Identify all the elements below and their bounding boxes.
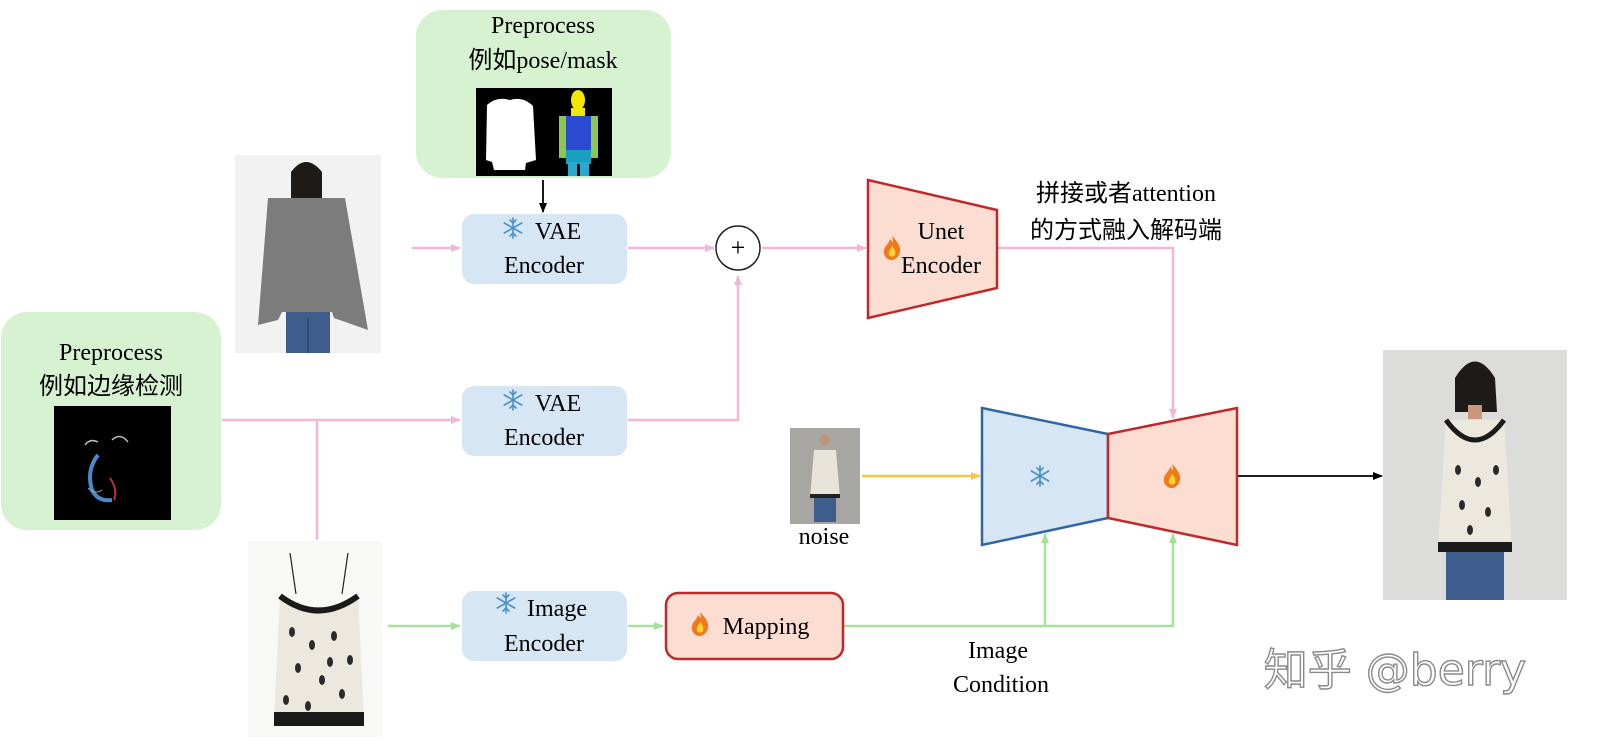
fusion-note-line1: 拼接或者attention: [1036, 180, 1216, 207]
masked-person-image: [235, 155, 381, 353]
preprocess-top-subtitle: 例如pose/mask: [468, 47, 617, 74]
unet-trainable-decoder: [1106, 406, 1239, 547]
add-symbol: +: [731, 233, 746, 262]
vae-encoder-1-line1: VAE: [535, 219, 581, 245]
pose-mask-image: [476, 88, 612, 176]
preprocess-top-title: Preprocess: [491, 13, 595, 39]
watermark: 知乎 @berry: [1264, 645, 1526, 696]
image-encoder-box: Image Encoder: [462, 591, 627, 661]
add-operator: +: [715, 225, 761, 271]
image-encoder-line1: Image: [527, 596, 587, 622]
arrow-mapping-to-decoder: [844, 533, 1177, 628]
arrow-vae2-to-add: [628, 275, 742, 422]
vae-encoder-2-line1: VAE: [535, 391, 581, 417]
garment-image: [248, 541, 382, 737]
arrow-unet-encoder-to-decoder: [998, 246, 1177, 419]
vae-encoder-2-line2: Encoder: [504, 425, 584, 451]
mapping-box: Mapping: [664, 591, 845, 661]
vae-encoder-1-box: VAE Encoder: [462, 214, 627, 284]
image-encoder-line2: Encoder: [504, 631, 584, 657]
unet-encoder-block: Unet Encoder: [866, 178, 999, 320]
noise-image: [790, 428, 860, 524]
noise-label: noise: [799, 524, 850, 550]
preprocess-pose-mask-box: Preprocess 例如pose/mask: [416, 10, 671, 178]
unet-encoder-line2: Encoder: [901, 253, 981, 279]
preprocess-left-title: Preprocess: [59, 340, 163, 366]
preprocess-left-subtitle: 例如边缘检测: [39, 373, 183, 400]
vae-encoder-2-box: VAE Encoder: [462, 386, 627, 456]
mapping-label: Mapping: [723, 614, 810, 640]
output-image: [1383, 350, 1567, 600]
unet-encoder-line1: Unet: [918, 219, 965, 245]
unet-frozen-part: [980, 406, 1110, 547]
preprocess-edge-box: Preprocess 例如边缘检测: [1, 312, 221, 530]
edge-detection-image: [54, 406, 171, 520]
fusion-note-line2: 的方式融入解码端: [1030, 217, 1222, 244]
vae-encoder-1-line2: Encoder: [504, 253, 584, 279]
plus-circle-icon: [715, 225, 761, 271]
image-condition-line2: Condition: [953, 672, 1049, 698]
image-condition-line1: Image: [968, 638, 1028, 664]
